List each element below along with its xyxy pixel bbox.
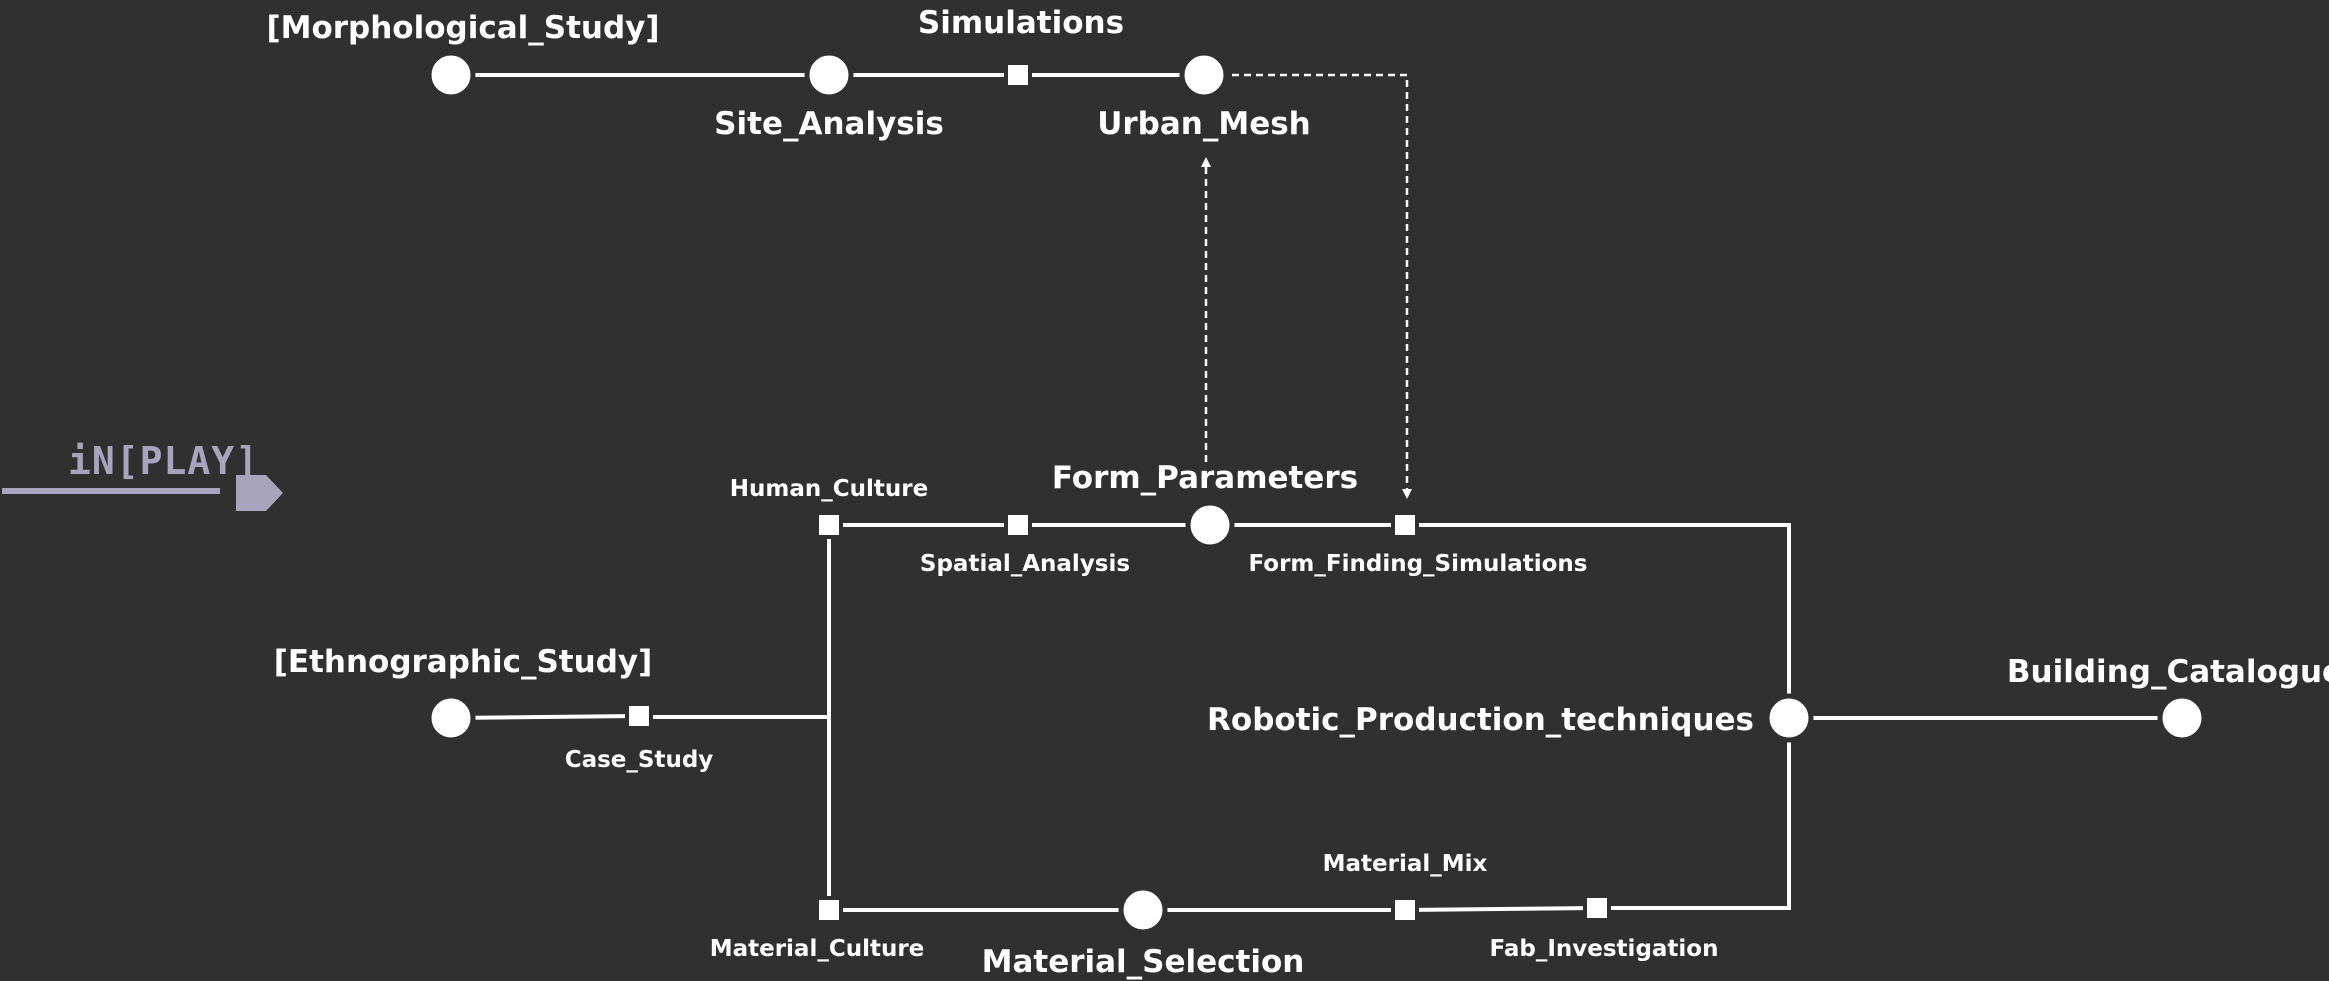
node-robotic-production[interactable] <box>1764 693 1814 743</box>
label-fab-investigation: Fab_Investigation <box>1490 936 1719 962</box>
label-material-culture: Material_Culture <box>710 936 925 962</box>
node-material-selection[interactable] <box>1118 885 1168 935</box>
circle-nodes <box>426 50 2207 935</box>
node-spatial-analysis[interactable] <box>1004 511 1032 539</box>
dashed-arrows <box>1201 73 1412 499</box>
logo-arrow-icon <box>236 475 283 511</box>
node-fab-investigation[interactable] <box>1583 894 1611 922</box>
label-material-selection: Material_Selection <box>982 944 1305 980</box>
node-simulations[interactable] <box>1004 61 1032 89</box>
node-case-study[interactable] <box>625 702 653 730</box>
dashed-arrow-urban-to-formfinding <box>1232 73 1412 499</box>
node-human-culture[interactable] <box>815 511 843 539</box>
logo-text: iN[PLAY] <box>68 439 259 483</box>
label-simulations: Simulations <box>918 5 1124 41</box>
node-ethnographic-study[interactable] <box>426 693 476 743</box>
label-morphological-study: [Morphological_Study] <box>266 10 659 46</box>
node-material-culture[interactable] <box>815 896 843 924</box>
node-labels: [Morphological_Study] Simulations Site_A… <box>266 5 2329 980</box>
line-mix-fab <box>1404 906 1598 912</box>
line-ethno-case <box>450 714 640 720</box>
node-form-parameters[interactable] <box>1185 500 1235 550</box>
label-site-analysis: Site_Analysis <box>714 106 944 142</box>
inplay-logo: iN[PLAY] <box>2 439 283 511</box>
label-material-mix: Material_Mix <box>1323 851 1488 877</box>
node-building-catalogue[interactable] <box>2157 693 2207 743</box>
node-material-mix[interactable] <box>1391 896 1419 924</box>
label-robotic-production-techniques: Robotic_Production_techniques <box>1207 702 1754 738</box>
logo-underline <box>2 488 220 494</box>
label-urban-mesh: Urban_Mesh <box>1097 106 1311 142</box>
label-human-culture: Human_Culture <box>730 476 928 502</box>
connection-lines <box>450 73 2182 912</box>
node-morphological-study[interactable] <box>426 50 476 100</box>
node-urban-mesh[interactable] <box>1179 50 1229 100</box>
label-case-study: Case_Study <box>565 747 714 773</box>
label-form-parameters: Form_Parameters <box>1052 460 1358 496</box>
label-spatial-analysis: Spatial_Analysis <box>920 551 1130 577</box>
node-form-finding-simulations[interactable] <box>1391 511 1419 539</box>
node-site-analysis[interactable] <box>804 50 854 100</box>
label-form-finding-simulations: Form_Finding_Simulations <box>1249 551 1588 577</box>
label-building-catalogue: Building_Catalogue <box>2007 654 2329 690</box>
square-nodes <box>625 61 1611 924</box>
label-ethnographic-study: [Ethnographic_Study] <box>274 644 653 680</box>
